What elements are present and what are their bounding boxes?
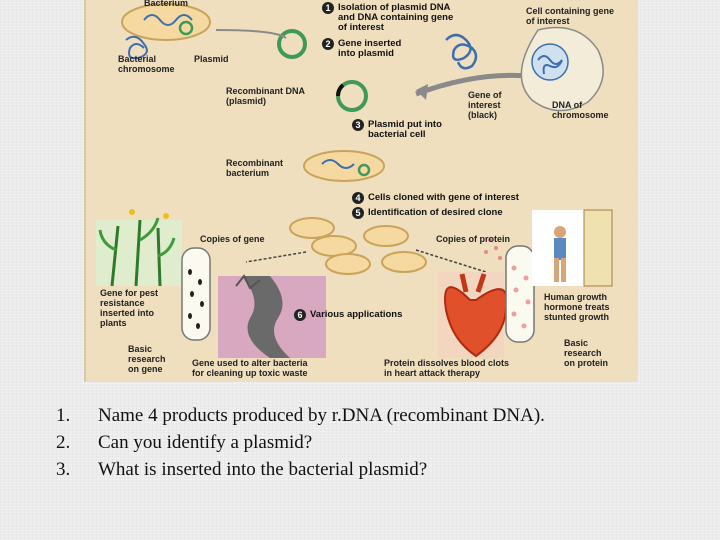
step-number-3: 3 xyxy=(355,120,360,130)
step-2-text: Gene inserted into plasmid xyxy=(338,38,402,59)
question-item: 2. Can you identify a plasmid? xyxy=(56,429,545,456)
growth-chart-illustration xyxy=(532,209,613,287)
diagram-graphics: 1 2 3 4 5 6 xyxy=(96,2,613,358)
arrow-to-protein xyxy=(415,249,487,273)
label-copies-of-protein: Copies of protein xyxy=(436,234,510,244)
question-item: 1. Name 4 products produced by r.DNA (re… xyxy=(56,402,545,429)
step-markers xyxy=(294,2,364,321)
recombinant-bacterium xyxy=(303,150,385,182)
arrow-bacterium-to-plasmid xyxy=(215,29,287,39)
label-recombinant-dna: Recombinant DNA (plasmid) xyxy=(226,86,306,106)
toxic-waste-landscape xyxy=(218,274,326,358)
protein-dots xyxy=(484,238,502,260)
label-basic-research-protein: Basic research on protein xyxy=(564,338,608,368)
test-tube-protein xyxy=(505,245,535,343)
question-text: Name 4 products produced by r.DNA (recom… xyxy=(98,405,545,426)
label-bacterium: Bacterium xyxy=(144,0,189,8)
step-number-5: 5 xyxy=(355,208,360,218)
step-4-text: Cells cloned with gene of interest xyxy=(368,192,519,203)
label-gene-of-interest: Gene of interest (black) xyxy=(468,90,502,120)
label-recombinant-bacterium: Recombinant bacterium xyxy=(226,158,284,178)
label-protein-blood-clots: Protein dissolves blood clots in heart a… xyxy=(384,358,510,378)
arrow-to-plants xyxy=(245,251,307,263)
test-tube-gene xyxy=(181,247,211,341)
recombinant-plasmid xyxy=(336,80,368,112)
bacterium-cell xyxy=(121,3,211,41)
cell-with-gene xyxy=(520,26,604,112)
step-number-2: 2 xyxy=(325,39,330,49)
label-copies-of-gene: Copies of gene xyxy=(200,234,265,244)
question-number: 1. xyxy=(56,405,71,426)
bacterial-chromosome xyxy=(125,35,148,60)
question-list: 1. Name 4 products produced by r.DNA (re… xyxy=(56,402,545,483)
label-gene-toxic-waste: Gene used to alter bacteria for cleaning… xyxy=(192,358,308,378)
step-number-6: 6 xyxy=(297,310,302,320)
label-human-growth-hormone: Human growth hormone treats stunted grow… xyxy=(544,292,610,322)
label-plasmid: Plasmid xyxy=(194,54,229,64)
step-number-1: 1 xyxy=(325,3,330,13)
label-basic-research-gene: Basic research on gene xyxy=(128,344,166,374)
label-bacterial-chromosome: Bacterial chromosome xyxy=(118,54,175,74)
step-number-4: 4 xyxy=(355,193,360,203)
arrow-gene-to-plasmid xyxy=(415,72,527,97)
step-5-text: Identification of desired clone xyxy=(368,207,503,218)
step-1-text: Isolation of plasmid DNA and DNA contain… xyxy=(338,2,454,33)
label-gene-pest-resistance: Gene for pest resistance inserted into p… xyxy=(100,288,159,328)
question-number: 2. xyxy=(56,432,71,453)
question-number: 3. xyxy=(56,459,71,480)
gene-of-interest-fragment xyxy=(445,33,478,70)
heart-illustration xyxy=(438,272,508,358)
recombinant-dna-diagram: 1 2 3 4 5 6 Bacterium Bacterial chromoso… xyxy=(84,0,638,382)
corn-plants-illustration xyxy=(96,209,182,287)
label-cell-containing-gene: Cell containing gene of interest xyxy=(526,6,615,26)
question-text: Can you identify a plasmid? xyxy=(98,432,313,453)
label-dna-of-chromosome: DNA of chromosome xyxy=(552,100,609,120)
question-item: 3. What is inserted into the bacterial p… xyxy=(56,456,545,483)
cloned-bacteria xyxy=(289,217,427,275)
step-3-text: Plasmid put into bacterial cell xyxy=(368,119,442,140)
isolated-plasmid xyxy=(277,29,307,59)
step-6-text: Various applications xyxy=(310,309,403,320)
question-text: What is inserted into the bacterial plas… xyxy=(98,459,428,480)
